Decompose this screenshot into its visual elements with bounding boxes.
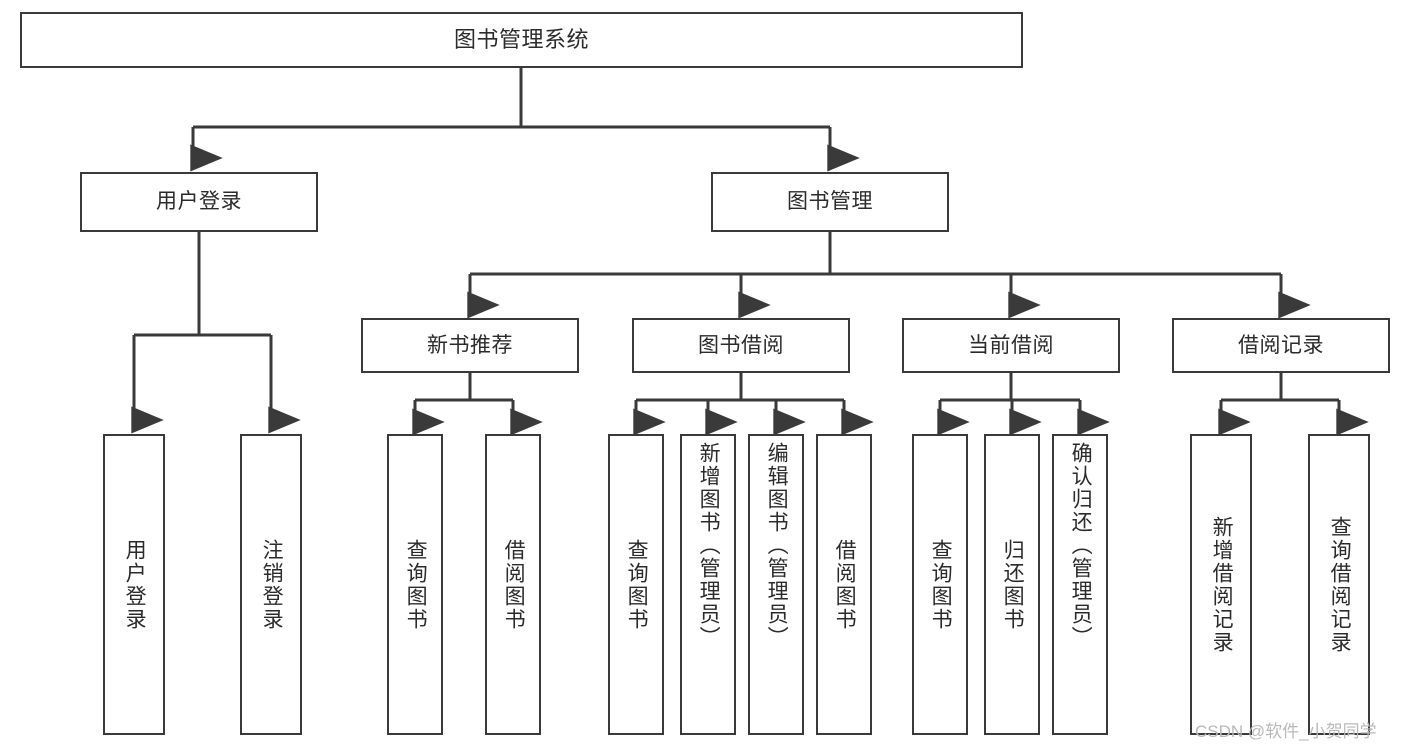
node-leaf-return-book[interactable]: 归还图书 [984, 434, 1040, 735]
node-leaf-query-book-3-label: 查询图书 [929, 538, 953, 631]
node-leaf-add-borrow-record[interactable]: 新增借阅记录 [1190, 434, 1252, 735]
node-root-label: 图书管理系统 [453, 26, 589, 52]
node-leaf-borrow-book-1[interactable]: 借阅图书 [485, 434, 541, 735]
node-book-manage[interactable]: 图书管理 [711, 172, 949, 232]
node-leaf-query-book-3[interactable]: 查询图书 [912, 434, 968, 735]
node-leaf-query-book-1[interactable]: 查询图书 [387, 434, 443, 735]
node-leaf-query-book-1-label: 查询图书 [404, 538, 428, 631]
node-leaf-query-borrow-record-label: 查询借阅记录 [1328, 515, 1352, 654]
csdn-watermark: CSDN @软件_小贺同学 [1195, 722, 1377, 741]
node-leaf-query-borrow-record[interactable]: 查询借阅记录 [1308, 434, 1370, 735]
node-user-login-label: 用户登录 [156, 190, 242, 214]
node-book-borrow-label: 图书借阅 [698, 333, 784, 357]
node-leaf-add-book[interactable]: 新增图书（管理员） [680, 434, 736, 735]
node-new-book-recommendation[interactable]: 新书推荐 [361, 318, 579, 373]
node-leaf-edit-book[interactable]: 编辑图书（管理员） [748, 434, 804, 735]
node-leaf-confirm-return-label: 确认归还（管理员） [1069, 442, 1093, 649]
node-user-login[interactable]: 用户登录 [80, 172, 318, 232]
node-leaf-user-login-label: 用户登录 [123, 538, 147, 631]
node-book-borrow[interactable]: 图书借阅 [632, 318, 850, 373]
node-leaf-borrow-book-2-label: 借阅图书 [833, 538, 857, 631]
node-leaf-query-book-2[interactable]: 查询图书 [608, 434, 664, 735]
node-book-manage-label: 图书管理 [787, 190, 873, 214]
node-current-borrow[interactable]: 当前借阅 [902, 318, 1120, 373]
node-leaf-edit-book-label: 编辑图书（管理员） [765, 442, 789, 649]
node-leaf-user-logout[interactable]: 注销登录 [240, 434, 302, 735]
node-borrow-record-label: 借阅记录 [1238, 333, 1324, 357]
node-leaf-confirm-return[interactable]: 确认归还（管理员） [1052, 434, 1108, 735]
node-leaf-return-book-label: 归还图书 [1001, 538, 1025, 631]
node-current-borrow-label: 当前借阅 [968, 333, 1054, 357]
node-leaf-user-logout-label: 注销登录 [260, 538, 284, 631]
node-leaf-add-borrow-record-label: 新增借阅记录 [1210, 515, 1234, 654]
node-leaf-add-book-label: 新增图书（管理员） [697, 442, 721, 649]
node-leaf-user-login[interactable]: 用户登录 [103, 434, 165, 735]
node-root[interactable]: 图书管理系统 [20, 12, 1023, 68]
node-new-book-recommendation-label: 新书推荐 [427, 333, 513, 357]
node-leaf-borrow-book-2[interactable]: 借阅图书 [816, 434, 872, 735]
node-borrow-record[interactable]: 借阅记录 [1172, 318, 1390, 373]
node-leaf-borrow-book-1-label: 借阅图书 [502, 538, 526, 631]
node-leaf-query-book-2-label: 查询图书 [625, 538, 649, 631]
